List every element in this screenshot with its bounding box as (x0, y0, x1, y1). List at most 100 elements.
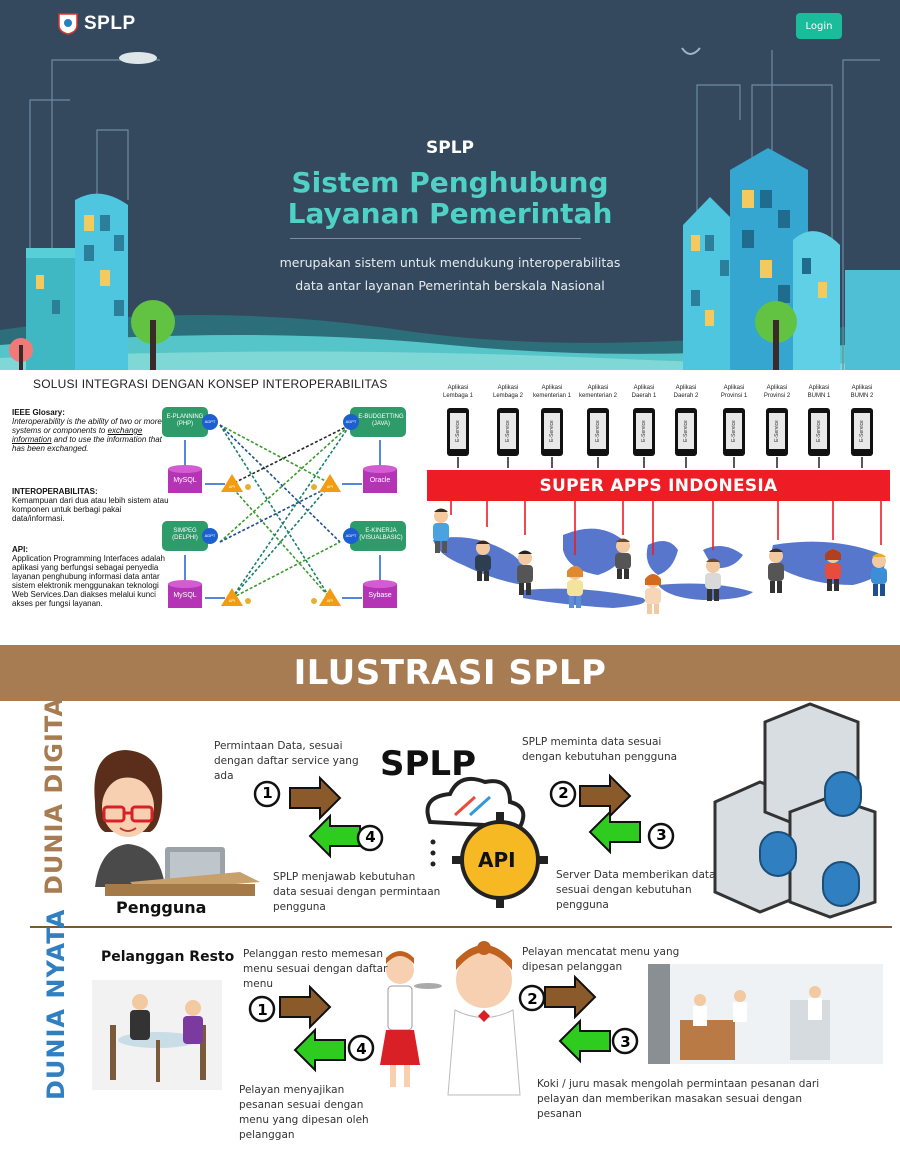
nyata-step3-line: Koki / juru masak mengolah permintaan pe… (537, 1078, 820, 1090)
e-service-phone[interactable]: E-Service (808, 408, 830, 456)
step-number-2: 2 (558, 784, 569, 802)
nyata-step1-line: Pelanggan resto memesan (243, 948, 384, 960)
site-logo[interactable]: SPLP (58, 13, 136, 35)
app-label-line: Lembaga 2 (492, 392, 524, 399)
app-label-line: Aplikasi (675, 385, 697, 391)
api-badge: API (228, 484, 236, 489)
node-ekinerja: E-KINERJA (VISUALBASIC) (353, 528, 409, 542)
nyata-step3-line: pelayan dan memberikan masakan sesuai de… (537, 1093, 802, 1105)
e-service-phone[interactable]: E-Service (851, 408, 873, 456)
node-ebudgetting-lang: (JAVA) (371, 421, 391, 427)
adpt-badge: ADPT (204, 533, 216, 538)
customers-scene (92, 980, 222, 1090)
node-ekinerja-name: E-KINERJA (365, 528, 397, 534)
digital-step3-text: Server Data memberikan data sesuai denga… (556, 868, 715, 913)
api-definition: API: Application Programming Interfaces … (12, 545, 172, 608)
app-label-line: Lembaga 1 (442, 392, 474, 399)
nyata-step1-text: Pelanggan resto memesan menu sesuai deng… (243, 947, 387, 992)
nyata-step-number-3: 3 (620, 1033, 631, 1051)
phone-screen: E-Service (590, 413, 606, 449)
api-text: Application Programming Interfaces adala… (12, 554, 165, 608)
app-label-line: Provinsi 1 (720, 392, 748, 399)
api-label: API (478, 848, 516, 872)
digital-step4-line: pengguna (273, 901, 326, 913)
brand-name: SPLP (84, 13, 136, 34)
user-figure (94, 750, 260, 896)
adpt-badge: ADPT (345, 533, 357, 538)
login-button[interactable]: Login (796, 13, 842, 39)
ieee-glossary: IEEE Glosary: Interoperability is the ab… (12, 408, 172, 453)
app-label-line: Aplikasi (541, 385, 563, 391)
node-simpeg: SIMPEG (DELPHI) (162, 528, 208, 542)
e-service-phone[interactable]: E-Service (723, 408, 745, 456)
db-mysql-1: MySQL (173, 477, 197, 484)
phone-screen: E-Service (636, 413, 652, 449)
node-eplanning-lang: (PHP) (176, 421, 194, 427)
e-service-phone[interactable]: E-Service (587, 408, 609, 456)
app-label-line: Provinsi 2 (763, 392, 791, 399)
digital-arrows (289, 773, 641, 859)
e-service-phone[interactable]: E-Service (497, 408, 519, 456)
node-eplanning-name: E-PLANNING (166, 414, 204, 420)
ilustrasi-title: ILUSTRASI SPLP (293, 653, 607, 693)
phone-screen: E-Service (726, 413, 742, 449)
e-service-phone[interactable]: E-Service (675, 408, 697, 456)
nyata-step1-line: menu sesuai dengan daftar (243, 963, 388, 975)
node-eplanning: E-PLANNING (PHP) (162, 414, 208, 428)
db-oracle: Oracle (369, 477, 391, 484)
nyata-step-number-4: 4 (356, 1040, 367, 1058)
node-ebudgetting-name: E-BUDGETTING (358, 414, 404, 420)
app-label-line: Aplikasi (766, 385, 788, 391)
digital-step2-line: SPLP meminta data sesuai (522, 736, 662, 748)
user-label: Pengguna (116, 898, 207, 917)
phone-screen: E-Service (500, 413, 516, 449)
interop-panel: SOLUSI INTEGRASI DENGAN KONSEP INTEROPER… (0, 370, 413, 642)
app-label-line: kementerian 2 (578, 392, 618, 399)
digital-illustration (94, 702, 877, 919)
e-service-phone[interactable]: E-Service (766, 408, 788, 456)
hero-title-line1: Sistem Penghubung (291, 166, 609, 199)
api-badge: API (228, 598, 236, 603)
e-service-phone[interactable]: E-Service (633, 408, 655, 456)
phone-screen: E-Service (811, 413, 827, 449)
nyata-step3-text: Koki / juru masak mengolah permintaan pe… (537, 1077, 819, 1122)
step-number-4: 4 (365, 828, 376, 846)
e-service-phone[interactable]: E-Service (447, 408, 469, 456)
hero-section: SPLP Login SPLP Sistem Penghubung Layana… (0, 0, 900, 370)
hero-subtitle: merupakan sistem untuk mendukung interop… (0, 251, 900, 297)
db-mysql-2: MySQL (173, 592, 197, 599)
digital-step4-line: SPLP menjawab kebutuhan (273, 871, 416, 883)
hero-title-line2: Layanan Pemerintah (287, 197, 613, 230)
app-label-line: Aplikasi (723, 385, 745, 391)
app-label-line: Daerah 2 (673, 392, 699, 399)
phone-screen: E-Service (769, 413, 785, 449)
nyata-step2-text: Pelayan mencatat menu yang dipesan pelan… (522, 945, 679, 975)
api-badge: API (326, 484, 334, 489)
ieee-text-link: exchange information (12, 426, 143, 444)
nyata-step3-line: pesanan (537, 1108, 582, 1120)
nyata-step-number-1: 1 (257, 1001, 268, 1019)
ilustrasi-banner: ILUSTRASI SPLP (0, 645, 900, 701)
phone-screen: E-Service (544, 413, 560, 449)
hero-city-illustration (0, 47, 900, 370)
digital-step1-line: Permintaan Data, sesuai (214, 740, 343, 752)
nyata-step4-text: Pelayan menyajikan pesanan sesuai dengan… (239, 1083, 369, 1143)
hero-eyebrow: SPLP (426, 138, 474, 158)
nyata-step-number-2: 2 (527, 990, 538, 1008)
hero-subtitle-line2: data antar layanan Pemerintah berskala N… (295, 278, 605, 293)
e-service-phone[interactable]: E-Service (541, 408, 563, 456)
digital-step4-line: data sesuai dengan permintaan (273, 886, 441, 898)
digital-step4-text: SPLP menjawab kebutuhan data sesuai deng… (273, 870, 440, 915)
waitress-figure (447, 941, 521, 1096)
adpt-badge: ADPT (345, 419, 357, 424)
digital-step1-text: Permintaan Data, sesuai dengan daftar se… (214, 739, 359, 784)
app-label-line: Aplikasi (447, 385, 469, 391)
app-label-line: kementerian 1 (532, 392, 572, 399)
